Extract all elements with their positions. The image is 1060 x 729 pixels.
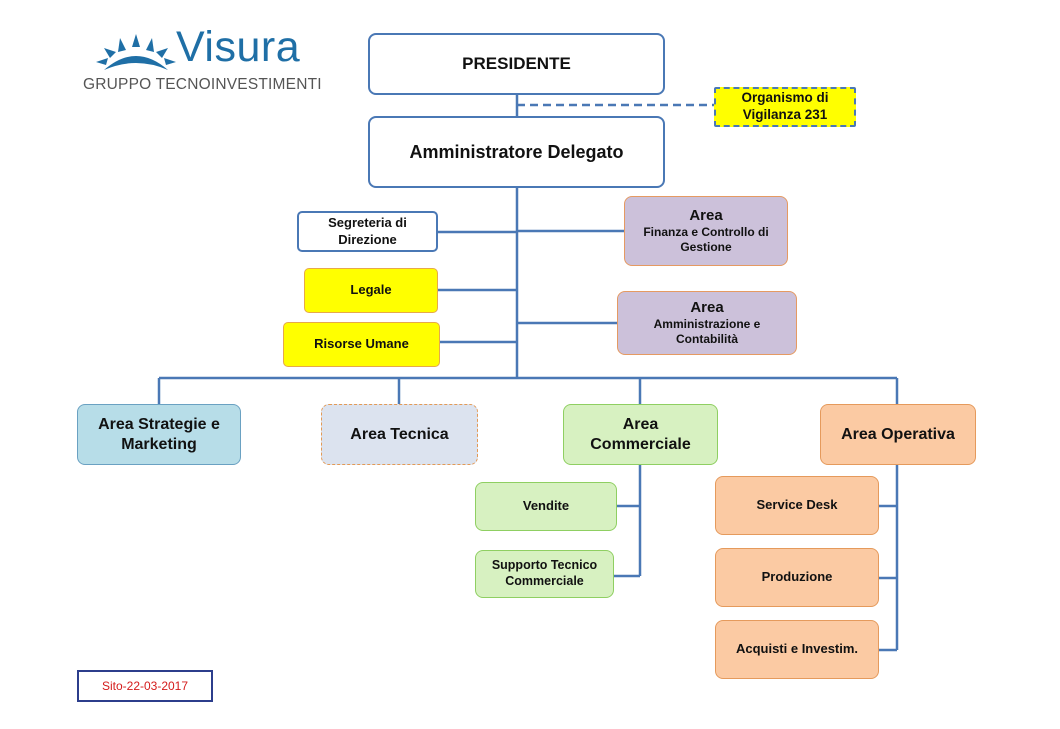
node-supporto-tecnico-commerciale: Supporto Tecnico Commerciale [475, 550, 614, 598]
node-legale-label: Legale [350, 282, 392, 298]
node-produzione: Produzione [715, 548, 879, 607]
node-amministrazione-line-3: Contabilità [676, 332, 738, 347]
revision-date-label: Sito-22-03-2017 [101, 679, 189, 693]
node-service-desk: Service Desk [715, 476, 879, 535]
node-commerciale-line-2: Commerciale [590, 435, 691, 453]
node-area-finanza: Area Finanza e Controllo di Gestione [624, 196, 788, 266]
node-segreteria-direzione: Segreteria di Direzione [297, 211, 438, 252]
node-area-amministrazione: Area Amministrazione e Contabilità [617, 291, 797, 355]
node-legale: Legale [304, 268, 438, 313]
node-produzione-label: Produzione [761, 569, 833, 585]
node-risorse-label: Risorse Umane [314, 336, 409, 352]
node-odv-line-1: Organismo di [741, 90, 829, 106]
group-name: GRUPPO TECNOINVESTIMENTI [83, 76, 322, 93]
node-area-commerciale: Area Commerciale [563, 404, 718, 465]
node-strategie-line-2: Marketing [121, 435, 197, 453]
node-vendite: Vendite [475, 482, 617, 531]
sunburst-logo-icon [96, 34, 176, 70]
node-odv-line-2: Vigilanza 231 [742, 107, 828, 122]
node-supporto-line-2: Commerciale [505, 574, 584, 588]
node-service-desk-label: Service Desk [756, 497, 838, 513]
node-finanza-line-1: Area [689, 206, 723, 224]
node-vendite-label: Vendite [522, 498, 570, 514]
node-area-operativa: Area Operativa [820, 404, 976, 465]
node-area-tecnica: Area Tecnica [321, 404, 478, 465]
node-commerciale-line-1: Area [622, 415, 659, 433]
node-finanza-line-2: Finanza e Controllo di [643, 225, 769, 240]
node-presidente-label: PRESIDENTE [462, 54, 571, 74]
node-finanza-line-3: Gestione [680, 240, 732, 255]
node-segreteria-line-1: Segreteria di [328, 215, 407, 231]
node-strategie-line-1: Area Strategie e [98, 415, 220, 433]
brand-name: Visura [176, 23, 301, 71]
node-acquisti-label: Acquisti e Investim. [735, 641, 859, 657]
node-operativa-label: Area Operativa [841, 425, 955, 443]
node-supporto-line-1: Supporto Tecnico [491, 558, 598, 573]
node-presidente: PRESIDENTE [368, 33, 665, 95]
node-risorse-umane: Risorse Umane [283, 322, 440, 367]
node-amministrazione-line-2: Amministrazione e [653, 317, 761, 332]
node-tecnica-label: Area Tecnica [350, 425, 449, 443]
node-amministrazione-line-1: Area [690, 298, 724, 316]
node-segreteria-line-2: Direzione [338, 231, 397, 247]
node-ad-label: Amministratore Delegato [409, 141, 624, 162]
node-organismo-vigilanza: Organismo di Vigilanza 231 [714, 87, 856, 127]
node-amministratore-delegato: Amministratore Delegato [368, 116, 665, 188]
node-acquisti-investimenti: Acquisti e Investim. [715, 620, 879, 679]
revision-date-box: Sito-22-03-2017 [77, 670, 213, 702]
node-area-strategie-marketing: Area Strategie e Marketing [77, 404, 241, 465]
